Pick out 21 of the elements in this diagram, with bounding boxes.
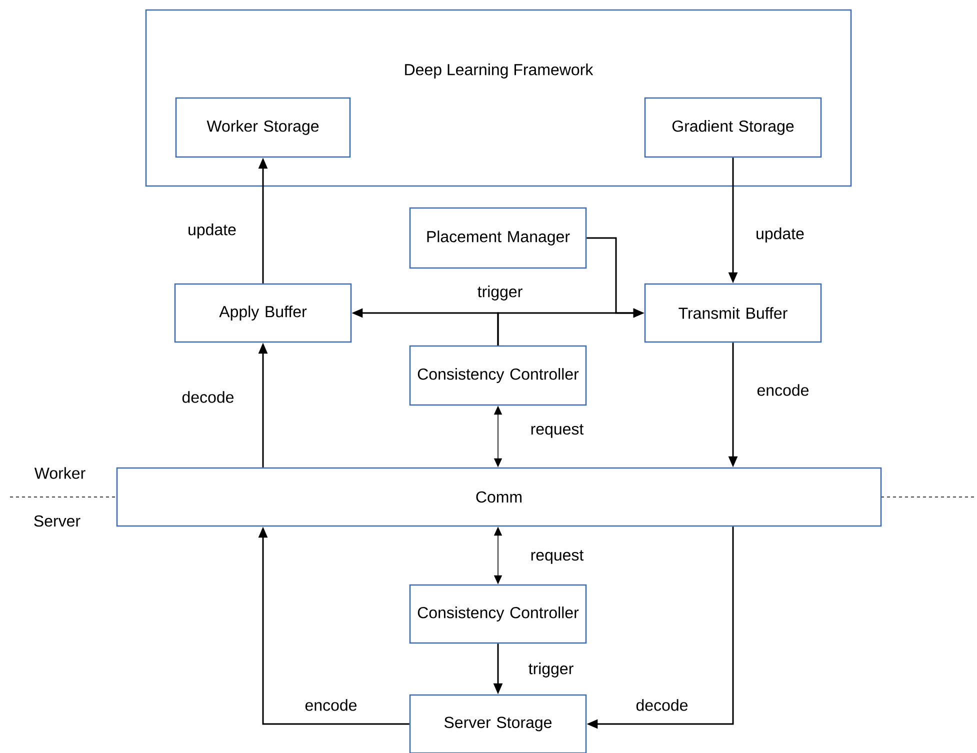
process-box: Consistency Controller — [409, 345, 587, 406]
process-box: Consistency Controller — [409, 584, 587, 644]
edge-label: trigger — [527, 662, 575, 678]
process-box: Server Storage — [409, 694, 587, 753]
process-box: Apply Buffer — [174, 283, 352, 343]
edge-label: trigger — [476, 284, 524, 302]
side-label: Server — [34, 515, 80, 527]
process-box: Comm — [116, 467, 882, 527]
side-label: Worker — [34, 467, 86, 479]
edge-label: encode — [304, 698, 358, 712]
process-box: Worker Storage — [175, 97, 351, 158]
process-box: Gradient Storage — [644, 97, 822, 158]
edge-label: update — [186, 222, 238, 240]
edge-label: decode — [634, 698, 690, 712]
edge-label: request — [529, 549, 585, 565]
edge-label: decode — [180, 390, 236, 404]
edge-label: update — [754, 226, 806, 244]
process-box: Transmit Buffer — [644, 283, 822, 343]
process-box: Placement Manager — [409, 207, 587, 269]
edge-label: encode — [756, 383, 810, 397]
edge-label: request — [529, 423, 585, 439]
